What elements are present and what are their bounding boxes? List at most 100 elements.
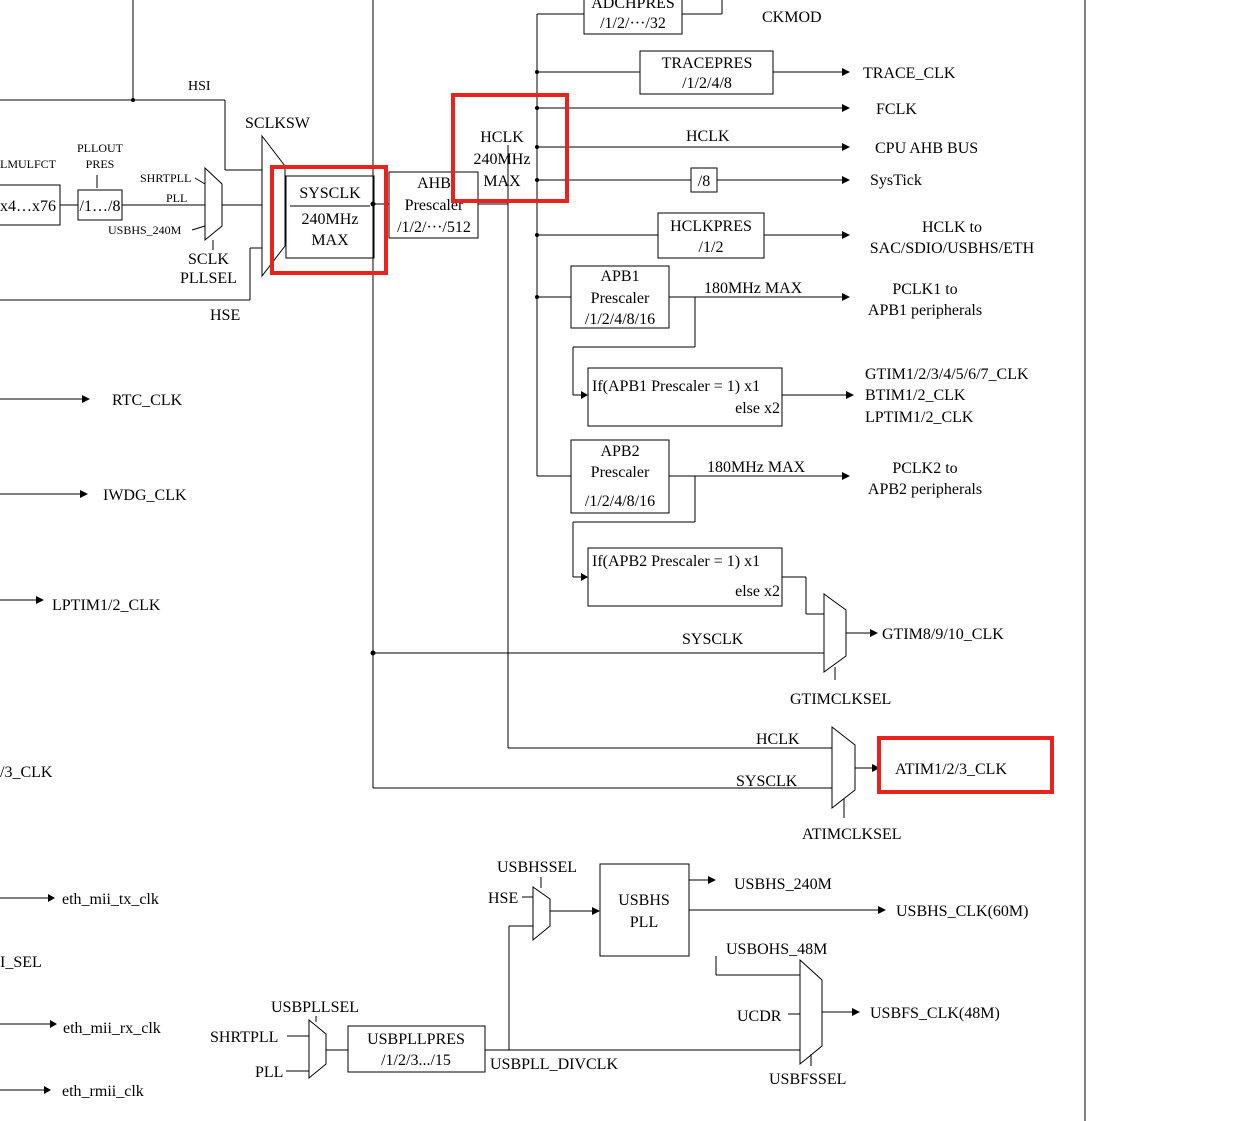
usbfssel-mux	[799, 958, 823, 1066]
gtim810-clk-label: GTIM8/9/10_CLK	[882, 626, 1004, 643]
apb1-if-label: If(APB1 Prescaler = 1) x1	[592, 378, 760, 395]
pclk1-label: PCLK1 to	[892, 281, 957, 298]
sysclk-max: MAX	[311, 232, 349, 249]
usbhs-clk-60m-label: USBHS_CLK(60M)	[896, 903, 1028, 920]
usbpllsel-label: USBPLLSEL	[271, 999, 359, 1016]
usbfs-clk-label: USBFS_CLK(48M)	[870, 1005, 1000, 1022]
eth-mii-rx-clk-label: eth_mii_rx_clk	[63, 1020, 161, 1037]
hse-label: HSE	[210, 307, 240, 324]
apb2-divider: /1/2/4/8/16	[585, 493, 655, 510]
atim-sysclk-label: SYSCLK	[736, 773, 798, 790]
sclk-label: SCLK	[188, 251, 229, 268]
ahb-prescaler: AHB Prescaler /1/2/···/512	[388, 171, 479, 239]
usbohs-48m-label: USBOHS_48M	[726, 941, 827, 958]
usbhs-pll-label: USBHS	[618, 892, 670, 909]
apb2-else-label: else x2	[735, 583, 780, 600]
apb1-multiplier-block: If(APB1 Prescaler = 1) x1 else x2 GTIM1/…	[587, 366, 1029, 427]
hclk-label: HCLK	[480, 129, 524, 146]
pllout-pres-label: PRES	[86, 157, 115, 171]
iwdg-clk-label: IWDG_CLK	[103, 487, 187, 504]
cpu-ahb-bus-label: CPU AHB BUS	[875, 140, 978, 157]
pll-in-pll: PLL	[166, 191, 187, 205]
apb2-multiplier-block: If(APB2 Prescaler = 1) x1 else x2	[587, 547, 824, 615]
usbpllpres-label: USBPLLPRES	[367, 1031, 465, 1048]
apb1-label: APB1	[600, 268, 639, 285]
rtc-clk-label: RTC_CLK	[112, 392, 183, 409]
adchpres-label: ADCHPRES	[591, 0, 675, 12]
ahb-label: AHB	[417, 175, 451, 192]
gtim-sysclk-label: SYSCLK	[682, 631, 744, 648]
gtim17-clk-label: GTIM1/2/3/4/5/6/7_CLK	[865, 366, 1029, 383]
pll-area: HSI SCLKSW LMULFCT x4…x76 PLLOUT PRES /1…	[0, 0, 311, 324]
tim3-clk-label: /3_CLK	[0, 764, 53, 781]
sysclk-label: SYSCLK	[299, 185, 361, 202]
pllsel-mux	[204, 166, 223, 242]
apb2-peripherals-label: APB2 peripherals	[868, 481, 982, 498]
apb2-block: APB2 Prescaler /1/2/4/8/16 180MHz MAX PC…	[537, 439, 982, 581]
adchpres-divider: /1/2/···/32	[600, 15, 666, 32]
tracepres-divider: /1/2/4/8	[682, 75, 732, 92]
btim-clk-label: BTIM1/2_CLK	[865, 387, 966, 404]
ckmod-label: CKMOD	[762, 9, 822, 26]
hclk-to-label: HCLK to	[922, 219, 982, 236]
eth-mii-tx-clk-label: eth_mii_tx_clk	[62, 891, 159, 908]
apb1-block: APB1 Prescaler /1/2/4/8/16 180MHz MAX PC…	[535, 265, 982, 399]
atim-highlight	[877, 736, 1054, 794]
usb-hse-label: HSE	[488, 890, 518, 907]
usbhssel-label: USBHSSEL	[497, 859, 577, 876]
pll-in-usbhs: USBHS_240M	[108, 223, 182, 237]
hclkpres-divider: /1/2	[699, 239, 724, 256]
pclk2-label: PCLK2 to	[892, 460, 957, 477]
mii-sel-label: I_SEL	[0, 954, 42, 971]
usb-clock-area: USBHSSEL HSE USBHS PLL USBHS_240M USBHS_…	[210, 859, 1028, 1088]
usbpllpres-box	[347, 1025, 486, 1073]
usb-shrtpll-label: SHRTPLL	[210, 1029, 278, 1046]
apb2-if-label: If(APB2 Prescaler = 1) x1	[592, 553, 760, 570]
sclksw-label: SCLKSW	[245, 115, 311, 132]
systick-label: SysTick	[870, 172, 922, 189]
apb2-label: APB2	[600, 443, 639, 460]
atim-clk-label: ATIM1/2/3_CLK	[895, 761, 1007, 778]
gtimclksel-label: GTIMCLKSEL	[790, 691, 891, 708]
hsi-label: HSI	[188, 79, 211, 94]
usbfssel-label: USBFSSEL	[769, 1071, 846, 1088]
atimclksel-mux	[831, 725, 856, 810]
hclk-block: HCLK 240MHz MAX	[474, 129, 531, 190]
apb1-peripherals-label: APB1 peripherals	[868, 302, 982, 319]
usbpllpres-divider: /1/2/3.../15	[381, 1052, 451, 1069]
lptim-clk-label: LPTIM1/2_CLK	[865, 409, 974, 426]
hclkpres-block: HCLKPRES /1/2 HCLK to SAC/SDIO/USBHS/ETH	[535, 212, 1035, 259]
apb1-else-label: else x2	[735, 400, 780, 417]
atim-mux-block: HCLK SYSCLK ATIM1/2/3_CLK ATIMCLKSEL	[373, 725, 1007, 843]
systick-divider: /8	[698, 173, 710, 190]
usbpll-divclk-label: USBPLL_DIVCLK	[490, 1056, 618, 1073]
usbhs-pll-label-2: PLL	[630, 914, 658, 931]
gtimclksel-mux	[823, 593, 847, 673]
apb1-divider: /1/2/4/8/16	[585, 311, 655, 328]
pllout-div-label: /1…/8	[80, 198, 121, 215]
atim-hclk-label: HCLK	[756, 731, 800, 748]
ahb-divider: /1/2/···/512	[397, 219, 471, 236]
usbhssel-mux	[532, 886, 551, 942]
hclkpres-label: HCLKPRES	[670, 218, 752, 235]
sysclk-block: SYSCLK 240MHz MAX	[285, 175, 375, 259]
hclk-line-label: HCLK	[686, 128, 730, 145]
sysclk-highlight	[270, 165, 388, 275]
hclk-highlight	[451, 93, 569, 203]
left-outputs: RTC_CLK IWDG_CLK LPTIM1/2_CLK /3_CLK eth…	[0, 392, 187, 1100]
apb2-prescaler-label: Prescaler	[591, 464, 650, 481]
atimclksel-label: ATIMCLKSEL	[802, 826, 902, 843]
lptim-left-label: LPTIM1/2_CLK	[52, 597, 161, 614]
ucdr-label: UCDR	[737, 1008, 782, 1025]
apb1-prescaler-label: Prescaler	[591, 290, 650, 307]
apb2-max-label: 180MHz MAX	[707, 459, 806, 476]
adchpres-block: ADCHPRES /1/2/···/32 CKMOD	[583, 0, 822, 35]
usbpllsel-mux	[308, 1018, 327, 1080]
tracepres-label: TRACEPRES	[662, 55, 753, 72]
ahb-prescaler-label: Prescaler	[405, 197, 464, 214]
eth-rmii-clk-label: eth_rmii_clk	[62, 1083, 144, 1100]
gtim810-mux-block: SYSCLK GTIM8/9/10_CLK GTIMCLKSEL	[370, 593, 1004, 708]
hclk-freq: 240MHz	[474, 151, 531, 168]
trace-clk-label: TRACE_CLK	[863, 65, 956, 82]
pllout-label: PLLOUT	[77, 141, 124, 155]
